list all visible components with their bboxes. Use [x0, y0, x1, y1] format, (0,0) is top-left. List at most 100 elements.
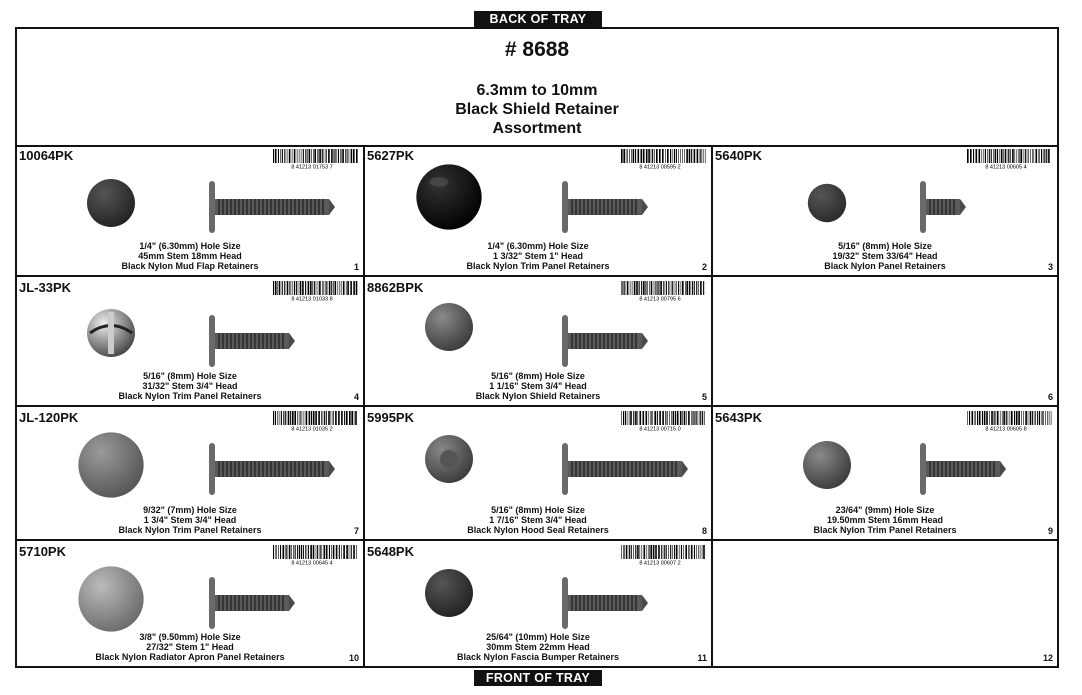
description-line: 30mm Stem 22mm Head: [486, 642, 590, 652]
compartment-number: 10: [348, 653, 359, 663]
title-line: Black Shield Retainer: [455, 101, 619, 118]
retainer-head-icon: [803, 441, 851, 489]
retainer-stem-icon: [562, 577, 648, 629]
barcode-number: 8 41213 01753 7: [291, 165, 332, 170]
description-line: Black Nylon Hood Seal Retainers: [467, 525, 609, 535]
retainer-stem-icon: [209, 315, 295, 367]
compartment-number: 1: [353, 262, 359, 272]
barcode-icon: 8 41213 01033 8: [273, 281, 358, 302]
description-line: Black Nylon Fascia Bumper Retainers: [456, 652, 620, 662]
barcode-icon: 8 41213 00607 2: [621, 545, 705, 566]
part-code: JL-33PK: [19, 280, 72, 295]
compartment-6: 6: [713, 277, 1057, 407]
part-code: 10064PK: [19, 148, 74, 163]
part-code: JL-120PK: [19, 410, 79, 425]
barcode-number: 8 41213 01033 8: [291, 297, 332, 302]
description-line: Black Nylon Radiator Apron Panel Retaine…: [95, 652, 285, 662]
compartment-number: 7: [353, 526, 359, 536]
assortment-title: 6.3mm to 10mm Black Shield Retainer Asso…: [17, 81, 1057, 138]
barcode-number: 8 41213 00595 2: [639, 165, 680, 170]
description-line: 1/4" (6.30mm) Hole Size: [487, 241, 589, 251]
description-line: 19.50mm Stem 16mm Head: [826, 515, 944, 525]
compartment-12: 12: [713, 541, 1057, 666]
description-line: Black Nylon Trim Panel Retainers: [118, 525, 262, 535]
retainer-head-icon: [807, 183, 847, 223]
header: # 8688 6.3mm to 10mm Black Shield Retain…: [17, 29, 1057, 147]
barcode-icon: 8 41213 00795 6: [621, 281, 705, 302]
barcode-icon: 8 41213 01753 7: [273, 149, 358, 170]
part-code: 5627PK: [367, 148, 414, 163]
retainer-stem-icon: [562, 315, 648, 367]
barcode-icon: 8 41213 00595 2: [621, 149, 706, 170]
part-code: 5640PK: [715, 148, 762, 163]
compartment-1: 10064PK 8 41213 01753 7 1/4" (6.30mm) Hole…: [17, 145, 365, 277]
description-line: 19/32" Stem 33/64" Head: [832, 251, 938, 261]
compartment-number: 6: [1047, 392, 1053, 402]
description-line: 45mm Stem 18mm Head: [138, 251, 242, 261]
part-number: # 8688: [504, 38, 570, 61]
retainer-head-icon: [425, 435, 473, 483]
compartment-number: 9: [1047, 526, 1053, 536]
title-line: 6.3mm to 10mm: [476, 82, 598, 99]
part-code: 5648PK: [367, 544, 414, 559]
part-code: 5995PK: [367, 410, 414, 425]
barcode-number: 8 41213 00607 2: [639, 561, 680, 566]
compartment-2: 5627PK 8 41213 00595 2 1/4" (6.30mm) Hole …: [365, 145, 713, 277]
retainer-stem-icon: [209, 577, 295, 629]
compartment-number: 12: [1042, 653, 1053, 663]
barcode-number: 8 41213 00715 0: [639, 427, 680, 432]
retainer-stem-icon: [562, 443, 688, 495]
retainer-stem-icon: [920, 181, 966, 233]
barcode-number: 8 41213 00795 6: [639, 297, 680, 302]
description-line: 1 7/16" Stem 3/4" Head: [489, 515, 587, 525]
description-line: 1 3/32" Stem 1" Head: [492, 251, 584, 261]
description-line: 1 3/4" Stem 3/4" Head: [143, 515, 237, 525]
part-code: 8862BPK: [367, 280, 424, 295]
description-line: 9/32" (7mm) Hole Size: [143, 505, 237, 515]
description-line: 25/64" (10mm) Hole Size: [486, 632, 590, 642]
compartment-number: 8: [701, 526, 707, 536]
retainer-stem-icon: [209, 443, 335, 495]
front-of-tray-label: FRONT OF TRAY: [474, 670, 602, 686]
part-code: 5643PK: [715, 410, 762, 425]
barcode-icon: 8 41213 00645 4: [273, 545, 357, 566]
compartment-8: 5995PK 8 41213 00715 0 5/16" (8mm) Hole Si…: [365, 407, 713, 541]
description-line: 27/32" Stem 1" Head: [146, 642, 234, 652]
compartment-number: 11: [697, 653, 707, 663]
compartment-11: 5648PK 8 41213 00607 2 25/64" (10mm) Hole …: [365, 541, 713, 666]
compartment-5: 8862BPK 8 41213 00795 6 5/16" (8mm) Hole S…: [365, 277, 713, 407]
compartment-grid: 10064PK 8 41213 01753 7 1/4" (6.30mm) Hole…: [17, 145, 1057, 666]
retainer-head-icon: [78, 432, 144, 498]
retainer-stem-icon: [920, 443, 1006, 495]
description-line: 1/4" (6.30mm) Hole Size: [139, 241, 241, 251]
retainer-head-icon: [425, 569, 473, 617]
compartment-3: 5640PK 8 41213 00605 4 5/16" (8mm) Hole Si…: [713, 145, 1057, 277]
compartment-number: 2: [701, 262, 707, 272]
barcode-icon: 8 41213 00605 8: [967, 411, 1052, 431]
barcode-number: 8 41213 00605 4: [985, 165, 1026, 170]
barcode-icon: 8 41213 00715 0: [621, 411, 705, 432]
retainer-head-icon: [87, 179, 135, 227]
description-line: Black Nylon Trim Panel Retainers: [118, 391, 262, 401]
description-line: 31/32" Stem 3/4" Head: [142, 381, 238, 391]
description-line: 5/16" (8mm) Hole Size: [491, 505, 585, 515]
barcode-number: 8 41213 00645 4: [291, 561, 332, 566]
description-line: 3/8" (9.50mm) Hole Size: [139, 632, 241, 642]
barcode-icon: 8 41213 00605 4: [967, 149, 1050, 170]
description-line: 5/16" (8mm) Hole Size: [838, 241, 932, 251]
compartment-number: 3: [1047, 262, 1053, 272]
retainer-head-icon: [78, 566, 144, 632]
barcode-number: 8 41213 01035 2: [291, 427, 332, 432]
retainer-head-icon: [425, 303, 473, 351]
description-line: 1 1/16" Stem 3/4" Head: [489, 381, 587, 391]
